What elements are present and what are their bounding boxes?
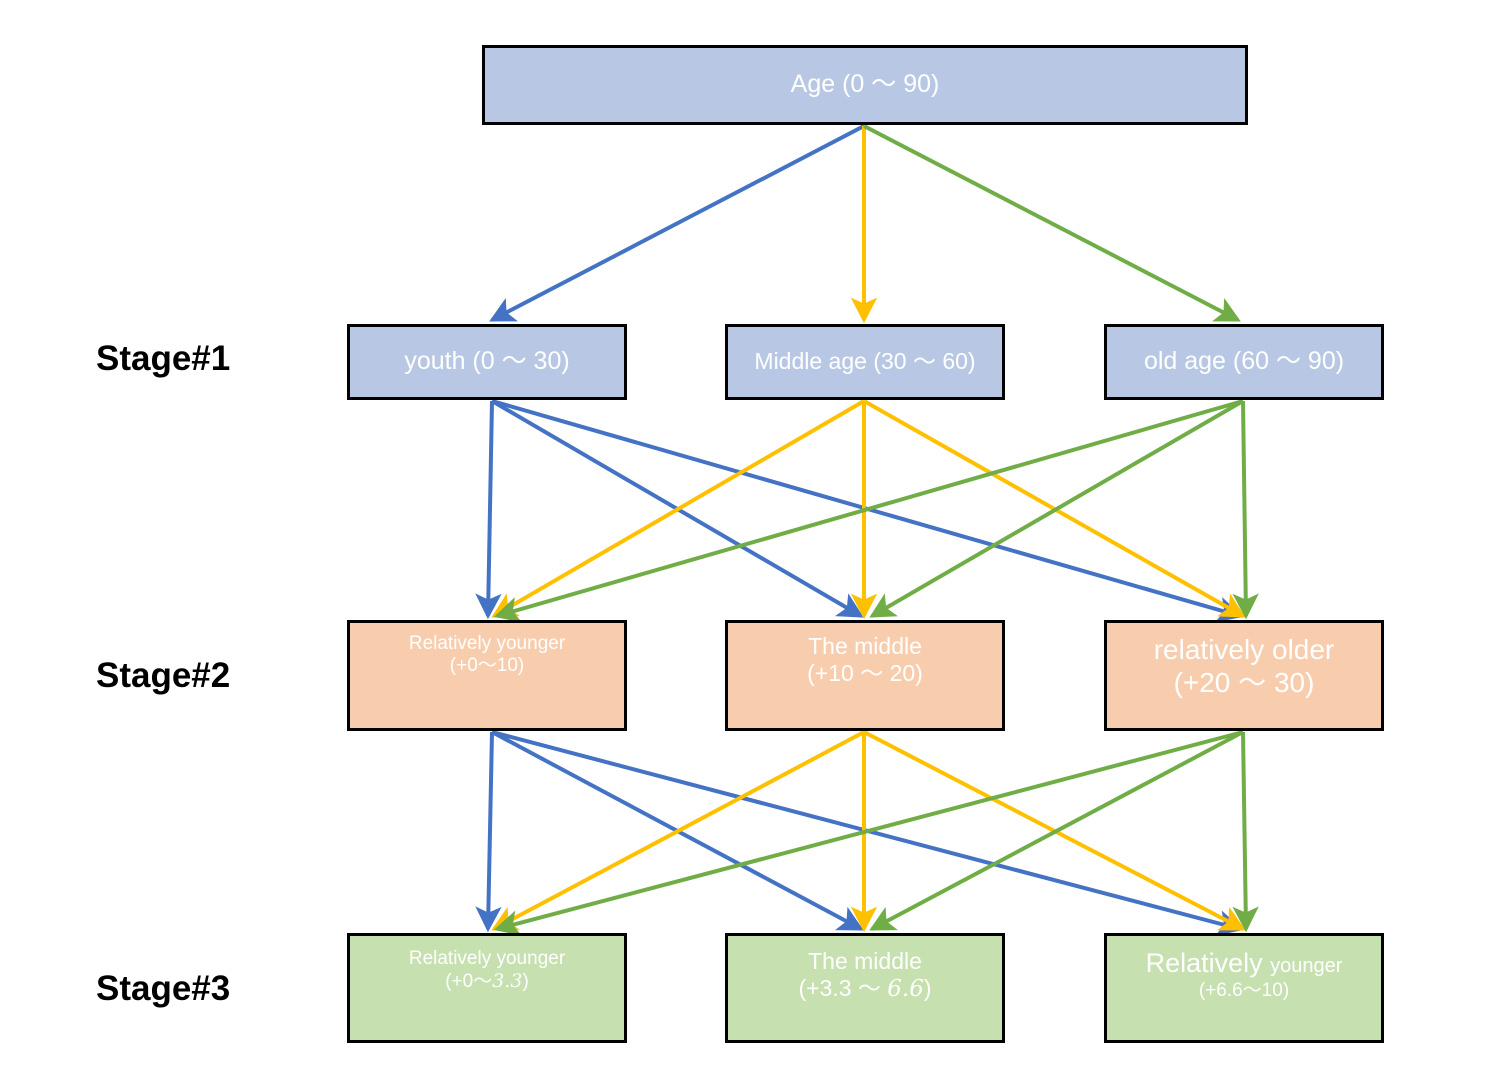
stage-label-3: Stage#3 <box>96 969 231 1008</box>
edge-themiddle-to-s3-rel-older <box>863 730 1246 931</box>
node-relatively-older-s3-word2: younger <box>1270 955 1343 977</box>
edge-youth-to-rel-older <box>491 399 1244 623</box>
edge-relyounger-to-s3-rel-older <box>491 730 1244 937</box>
edge-oldage-to-rel-younger <box>493 399 1244 623</box>
node-relatively-younger-s2-line1: Relatively younger <box>408 633 566 654</box>
node-relatively-younger-s3-range-prefix: (+0～ <box>445 971 493 993</box>
node-relatively-younger-s3[interactable]: Relatively younger (+0～3.3) <box>347 933 627 1043</box>
edge-relolder-to-s3-rel-older <box>1232 731 1259 933</box>
edge-root-to-oldage <box>863 124 1241 322</box>
edge-relyounger-to-s3-rel-younger <box>475 731 502 933</box>
edge-youth-to-rel-younger <box>475 400 502 620</box>
stage-label-2: Stage#2 <box>96 656 231 695</box>
node-youth-label: youth (0 ～ 30) <box>404 347 570 376</box>
node-the-middle-s3-range-prefix: (+3.3 ～ <box>798 975 888 1002</box>
node-old-age-label: old age (60 ～ 90) <box>1143 347 1345 376</box>
node-relatively-older-s3-line1: Relatively younger <box>1146 948 1343 980</box>
node-age-root[interactable]: Age (0 ～ 90) <box>482 45 1248 125</box>
edge-middleage-to-rel-younger <box>491 399 866 618</box>
node-youth[interactable]: youth (0 ～ 30) <box>347 324 627 400</box>
node-relatively-older-s3[interactable]: Relatively younger (+6.6～10) <box>1104 933 1384 1043</box>
node-middle-age[interactable]: Middle age (30 ～ 60) <box>725 324 1005 400</box>
node-relatively-older-s3-word1: Relatively <box>1145 948 1271 978</box>
node-relatively-younger-s3-range-suffix: ) <box>522 971 529 993</box>
node-old-age[interactable]: old age (60 ～ 90) <box>1104 324 1384 400</box>
node-the-middle-s3-line2: (+3.3 ～ 6.6) <box>798 975 931 1003</box>
node-the-middle-s3-line1: The middle <box>808 948 922 974</box>
edges-root-to-stage1 <box>489 124 1241 324</box>
node-relatively-older-s2-line2: (+20 ～ 30) <box>1173 667 1315 699</box>
edge-oldage-to-the-middle <box>869 399 1245 618</box>
node-the-middle-s2-line1: The middle <box>808 633 922 659</box>
node-relatively-older-s2-line1: relatively older <box>1153 634 1335 665</box>
node-the-middle-s2-line2: (+10 ～ 20) <box>807 660 923 687</box>
node-relatively-younger-s3-line2: (+0～3.3) <box>445 970 529 993</box>
edge-relolder-to-s3-the-middle <box>869 730 1244 931</box>
edges-stage2-to-stage3 <box>475 730 1259 937</box>
edge-relolder-to-s3-rel-younger <box>493 730 1244 937</box>
edge-root-to-youth <box>489 124 865 322</box>
node-relatively-younger-s2[interactable]: Relatively younger (+0～10) <box>347 620 627 731</box>
edge-youth-to-the-middle <box>490 399 864 618</box>
node-the-middle-s2[interactable]: The middle (+10 ～ 20) <box>725 620 1005 731</box>
node-relatively-younger-s3-range-value: 3.3 <box>492 970 523 993</box>
node-age-root-label: Age (0 ～ 90) <box>790 70 940 99</box>
edge-relyounger-to-s3-the-middle <box>491 730 864 931</box>
edge-themiddle-to-s3-rel-younger <box>491 730 865 931</box>
node-the-middle-s3-range-suffix: ) <box>923 975 932 1002</box>
node-the-middle-s3-range-value: 6.6 <box>887 976 924 1003</box>
node-relatively-older-s2[interactable]: relatively older (+20 ～ 30) <box>1104 620 1384 731</box>
node-the-middle-s3[interactable]: The middle (+3.3 ～ 6.6) <box>725 933 1005 1043</box>
node-relatively-younger-s2-line2: (+0～10) <box>449 655 525 677</box>
edges-stage1-to-stage2 <box>475 399 1259 623</box>
node-relatively-older-s3-line2: (+6.6～10) <box>1198 979 1290 1001</box>
edge-middleage-to-rel-older <box>863 399 1246 618</box>
node-relatively-younger-s3-line1: Relatively younger <box>408 948 566 969</box>
edge-oldage-to-rel-older <box>1232 400 1259 620</box>
node-middle-age-label: Middle age (30 ～ 60) <box>754 348 976 375</box>
stage-label-1: Stage#1 <box>96 339 231 378</box>
